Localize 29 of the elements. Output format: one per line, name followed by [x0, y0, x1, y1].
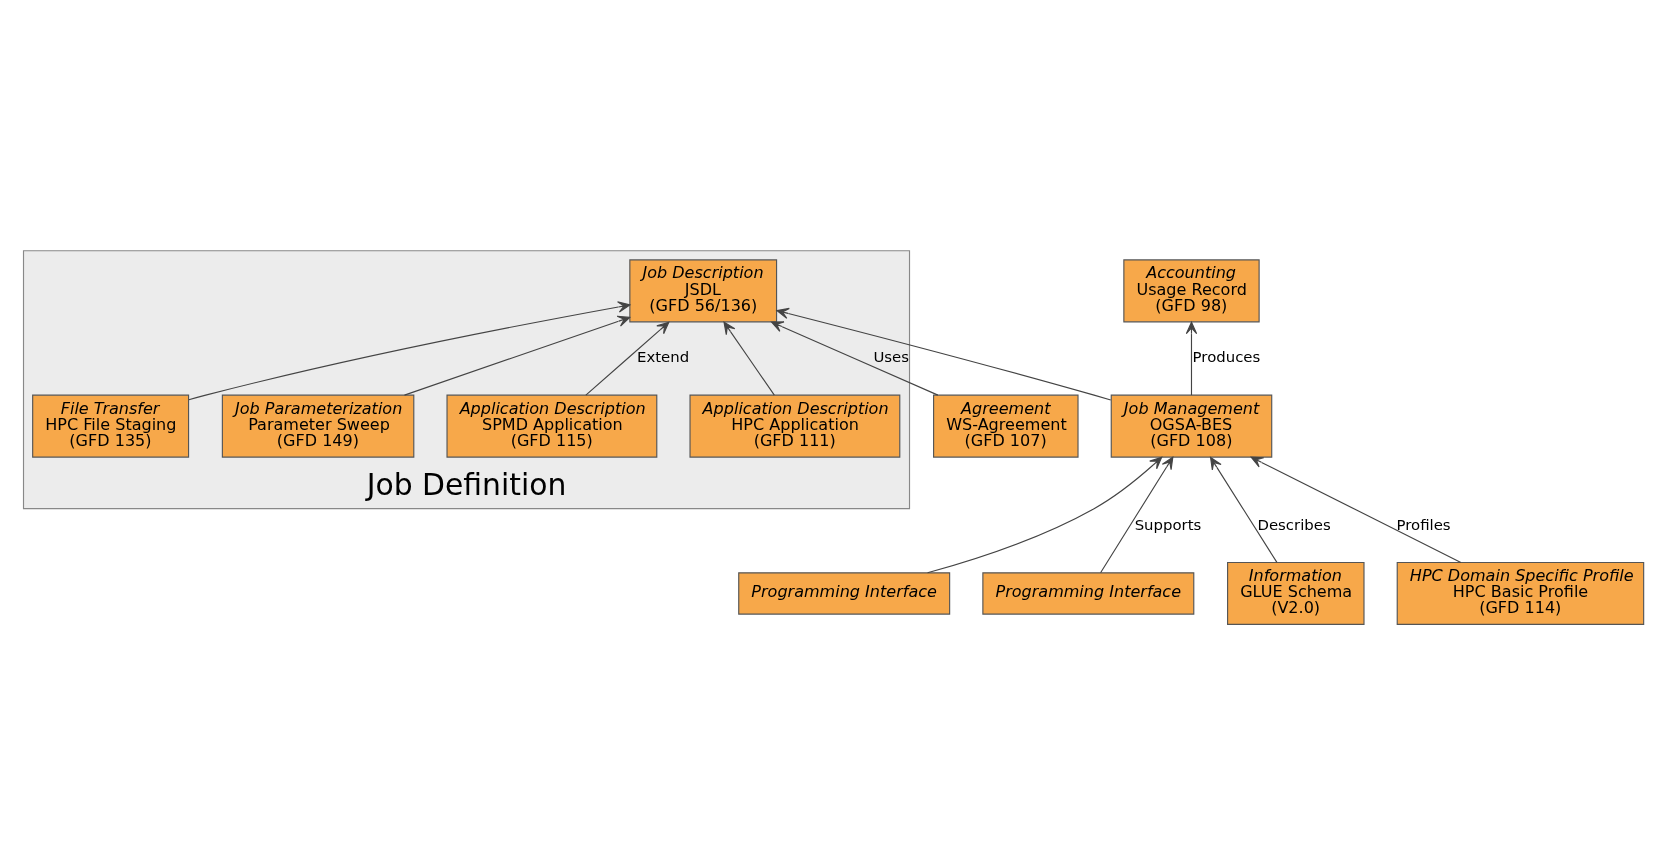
edge-label: Extend: [637, 347, 690, 366]
node-box: Information GLUE Schema (V2.0): [1227, 561, 1365, 625]
node-box: HPC Domain Specific Profile HPC Basic Profile (GFD 114): [1396, 561, 1645, 625]
arrow: [927, 456, 1163, 573]
node-box: Agreement WS-Agreement (GFD 107): [933, 394, 1079, 458]
arrow: [1100, 456, 1174, 573]
node-box: Programming Interface: [738, 571, 951, 615]
arrow: [1250, 456, 1462, 563]
arrow: [403, 315, 631, 396]
arrow: [1185, 321, 1198, 396]
edge-label: Uses: [873, 347, 909, 366]
node-box: Job Parameterization Parameter Sweep (GFD 149): [221, 394, 415, 458]
arrow: [188, 300, 631, 400]
edge-label: Produces: [1192, 347, 1261, 366]
arrow: [770, 320, 939, 396]
edge-label: Profiles: [1396, 515, 1451, 534]
edge-label: Supports: [1134, 515, 1202, 534]
edge-label: Describes: [1257, 515, 1331, 534]
arrow: [1210, 456, 1278, 563]
node-box: Programming Interface: [982, 571, 1195, 615]
arrow: [585, 321, 670, 396]
arrow: [723, 321, 775, 396]
node-box: Application Description HPC Application (GFD 111): [689, 394, 901, 458]
node-box: Application Description SPMD Application (GFD 115): [446, 394, 658, 458]
node-box: Job Management OGSA-BES (GFD 108): [1110, 394, 1273, 458]
node-box: Accounting Usage Record (GFD 98): [1123, 258, 1260, 322]
node-box: Job Description JSDL (GFD 56/136): [629, 258, 778, 322]
node-box: File Transfer HPC File Staging (GFD 135): [32, 394, 190, 458]
arrow: [776, 307, 1112, 401]
